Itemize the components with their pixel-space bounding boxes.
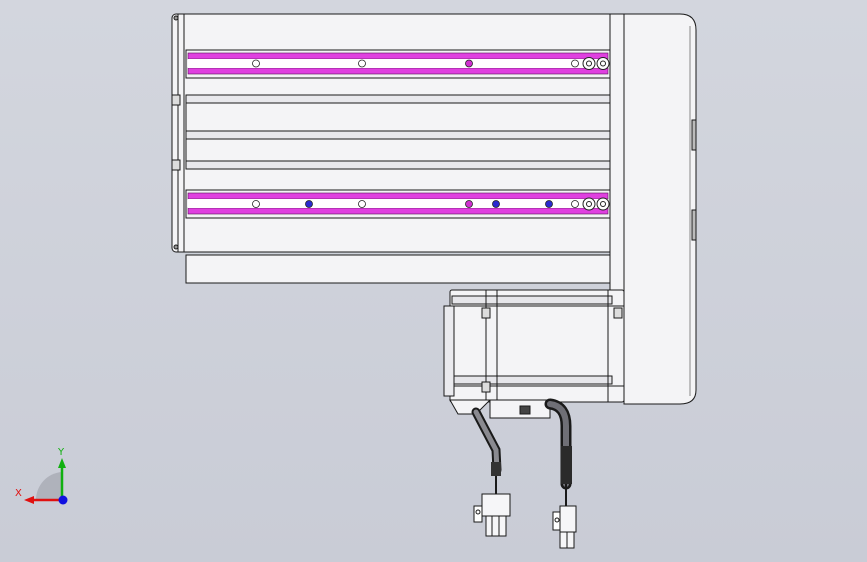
end-cap-vent bbox=[691, 209, 697, 241]
bottom-rail-slot bbox=[187, 192, 610, 215]
cable-ferrule bbox=[561, 446, 572, 484]
slot-gap bbox=[188, 199, 608, 208]
motor-rear-cap bbox=[443, 305, 455, 397]
bearing-screw bbox=[582, 57, 596, 70]
x-axis-arrowhead bbox=[24, 496, 34, 504]
encoder-plug-body bbox=[481, 493, 511, 517]
corner-screw bbox=[173, 15, 179, 21]
orientation-triad[interactable]: Y X bbox=[15, 447, 68, 505]
mount-hole bbox=[465, 59, 473, 68]
y-axis-label: Y bbox=[57, 447, 65, 458]
bearing-screw bbox=[596, 197, 610, 211]
slot-gap bbox=[188, 59, 608, 68]
corner-screw bbox=[173, 244, 179, 250]
center-rail bbox=[185, 102, 611, 132]
end-cap-vent bbox=[691, 119, 697, 151]
mount-hole bbox=[358, 59, 366, 68]
mount-hole bbox=[305, 200, 313, 208]
bearing-screw bbox=[582, 197, 596, 211]
slot-stripe bbox=[187, 67, 609, 75]
center-rail bbox=[185, 138, 611, 162]
motor-bolt bbox=[481, 381, 491, 393]
end-cap-outline bbox=[609, 13, 697, 405]
mount-hole bbox=[545, 200, 553, 208]
plug-latch bbox=[552, 511, 561, 531]
housing-notch bbox=[171, 159, 181, 171]
mount-hole bbox=[571, 59, 579, 68]
slot-stripe bbox=[187, 207, 609, 215]
motor-housing bbox=[449, 289, 625, 403]
z-axis-dot bbox=[58, 495, 68, 505]
bearing-screw-inner bbox=[600, 201, 606, 207]
power-cable-core bbox=[547, 401, 569, 487]
rail-groove bbox=[185, 160, 611, 170]
motor-bolt bbox=[481, 307, 491, 319]
end-cap-cover[interactable] bbox=[609, 13, 697, 405]
mount-hole bbox=[492, 200, 500, 208]
power-plug-body bbox=[559, 505, 577, 533]
housing-notch bbox=[171, 94, 181, 106]
slot-stripe bbox=[187, 192, 609, 200]
bearing-screw-inner bbox=[600, 60, 606, 67]
encoder-plug-pins bbox=[485, 515, 507, 537]
plug-latch-hole bbox=[475, 509, 481, 515]
y-axis-arrowhead bbox=[58, 458, 66, 468]
power-plug[interactable] bbox=[552, 505, 577, 549]
plug-latch-hole bbox=[554, 517, 560, 523]
bearing-screw bbox=[596, 57, 610, 70]
motor-fin bbox=[451, 295, 613, 305]
motor-cables[interactable] bbox=[471, 398, 572, 506]
encoder-connector-housing bbox=[449, 399, 492, 415]
bearing-screw-inner bbox=[586, 201, 592, 207]
mount-hole bbox=[571, 200, 579, 208]
x-axis-label: X bbox=[15, 488, 22, 499]
mount-hole bbox=[252, 59, 260, 68]
bearing-screw-inner bbox=[586, 60, 592, 67]
top-rail-slot bbox=[187, 52, 610, 75]
servo-motor[interactable] bbox=[443, 289, 625, 419]
base-extension bbox=[185, 254, 611, 284]
rail-groove bbox=[185, 130, 611, 140]
mount-hole bbox=[252, 200, 260, 208]
mount-hole bbox=[358, 200, 366, 208]
slot-stripe bbox=[187, 52, 609, 60]
rail-groove bbox=[185, 94, 611, 104]
motor-bolt bbox=[613, 307, 623, 319]
encoder-plug[interactable] bbox=[473, 493, 511, 537]
motor-fin bbox=[451, 375, 613, 385]
triad-plane bbox=[35, 472, 62, 500]
mount-hole bbox=[465, 200, 473, 208]
cable-ferrule bbox=[491, 462, 501, 476]
connector-latch bbox=[519, 405, 531, 415]
